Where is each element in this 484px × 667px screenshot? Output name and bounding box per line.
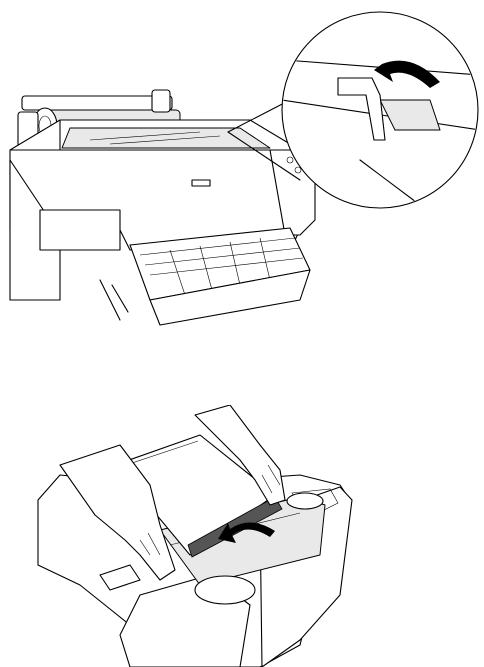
printer-overview-drawing <box>0 0 484 340</box>
zoom-callout <box>282 12 480 208</box>
load-roll-paper-drawing <box>0 405 484 667</box>
printer-overview-illustration <box>0 0 484 340</box>
load-roll-paper-illustration <box>0 405 484 667</box>
